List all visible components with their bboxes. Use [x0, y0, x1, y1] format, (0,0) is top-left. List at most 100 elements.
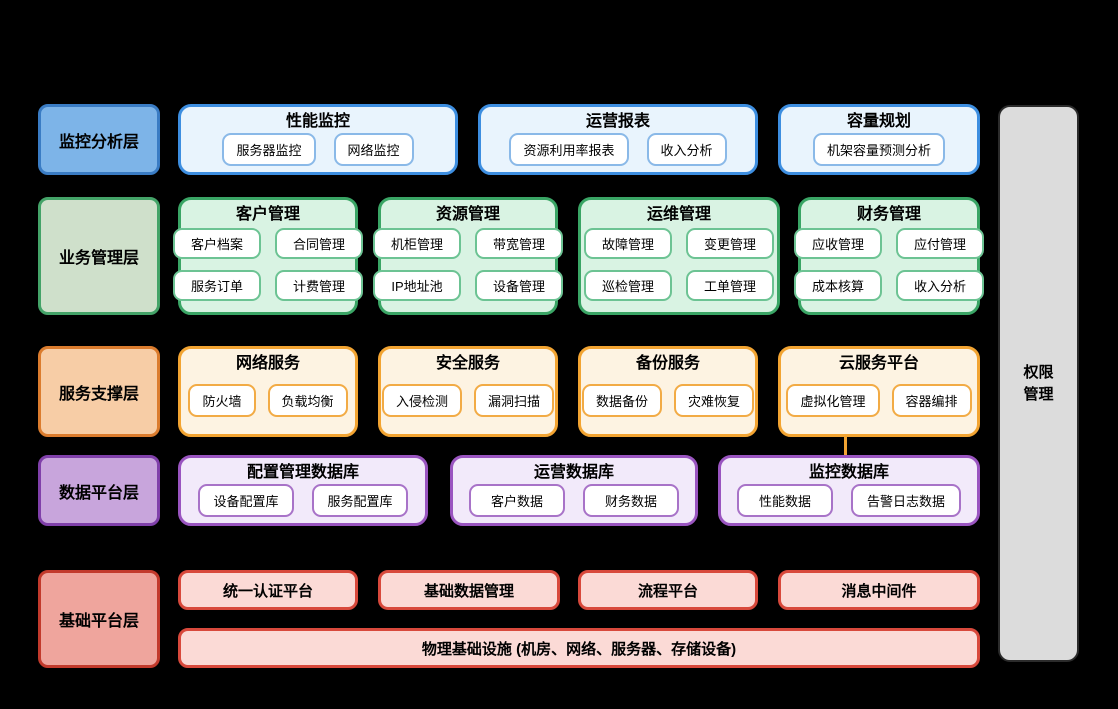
group-items: 应收管理 应付管理 成本核算 收入分析	[794, 226, 984, 312]
module-box: 漏洞扫描	[474, 383, 555, 417]
module-box: 网络监控	[333, 132, 414, 166]
group-operation-database: 运营数据库 客户数据 财务数据	[450, 455, 698, 526]
group-title: 备份服务	[635, 355, 700, 372]
panel-permission-management: 权限管理	[998, 105, 1079, 662]
group-title: 运营报表	[585, 113, 650, 130]
group-title: 财务管理	[856, 206, 921, 223]
group-operation-reports: 运营报表 资源利用率报表 收入分析	[478, 104, 758, 175]
module-box: 机柜管理	[373, 228, 461, 260]
module-box: 服务配置库	[312, 483, 408, 517]
platform-process: 流程平台	[578, 570, 758, 610]
module-box: 负载均衡	[267, 383, 348, 417]
module-box: 容器编排	[891, 383, 972, 417]
module-box: 资源利用率报表	[509, 132, 629, 166]
group-title: 资源管理	[435, 206, 500, 223]
module-box: 收入分析	[896, 270, 984, 302]
group-title: 容量规划	[846, 113, 911, 130]
group-title: 配置管理数据库	[246, 464, 359, 481]
group-cmdb: 配置管理数据库 设备配置库 服务配置库	[178, 455, 428, 526]
layer-label-text: 基础平台层	[58, 613, 139, 630]
layer-label-text: 服务支撑层	[58, 385, 139, 403]
module-box: 性能数据	[737, 483, 833, 517]
module-box: 工单管理	[686, 270, 774, 302]
module-box: 服务订单	[173, 270, 261, 302]
layer-label-service-support: 服务支撑层	[38, 346, 160, 437]
group-title: 运维管理	[646, 206, 711, 223]
module-box: 应付管理	[896, 228, 984, 260]
module-box: 应收管理	[794, 228, 882, 260]
platform-base-data-management: 基础数据管理	[378, 570, 560, 610]
group-items: 资源利用率报表 收入分析	[481, 132, 755, 174]
group-items: 机柜管理 带宽管理 IP地址池 设备管理	[373, 226, 563, 312]
group-finance-management: 财务管理 应收管理 应付管理 成本核算 收入分析	[794, 197, 984, 315]
group-items: 客户档案 合同管理 服务订单 计费管理	[173, 226, 363, 312]
layer-label-monitoring-analysis: 监控分析层	[38, 104, 160, 175]
module-box: 设备配置库	[198, 483, 294, 517]
module-box: 收入分析	[646, 132, 727, 166]
group-items: 机架容量预测分析	[781, 132, 977, 174]
module-box: 数据备份	[581, 383, 662, 417]
group-network-services: 网络服务 防火墙 负载均衡	[178, 346, 358, 437]
module-box: 告警日志数据	[851, 483, 961, 517]
platform-unified-auth: 统一认证平台	[178, 570, 358, 610]
connector-line	[844, 437, 847, 456]
platform-label: 统一认证平台	[222, 582, 313, 600]
group-items: 数据备份 灾难恢复	[581, 375, 755, 434]
platform-label: 流程平台	[637, 582, 698, 600]
module-box: 故障管理	[584, 228, 672, 260]
module-box: IP地址池	[373, 270, 461, 302]
module-box: 设备管理	[475, 270, 563, 302]
module-box: 客户数据	[469, 483, 565, 517]
layer-label-text: 业务管理层	[58, 250, 139, 267]
group-title: 监控数据库	[808, 464, 889, 481]
group-title: 网络服务	[235, 355, 300, 372]
platform-message-middleware: 消息中间件	[778, 570, 980, 610]
module-box: 客户档案	[173, 228, 261, 260]
group-monitoring-database: 监控数据库 性能数据 告警日志数据	[718, 455, 980, 526]
group-items: 设备配置库 服务配置库	[181, 483, 425, 525]
module-box: 入侵检测	[381, 383, 462, 417]
infrastructure-label: 物理基础设施 (机房、网络、服务器、存储设备)	[421, 640, 737, 658]
group-title: 客户管理	[235, 206, 300, 223]
group-items: 服务器监控 网络监控	[181, 132, 455, 174]
group-title: 安全服务	[435, 355, 500, 372]
group-title: 云服务平台	[838, 355, 919, 372]
module-box: 变更管理	[686, 228, 774, 260]
layer-label-text: 监控分析层	[58, 133, 139, 151]
module-box: 灾难恢复	[674, 383, 755, 417]
group-items: 防火墙 负载均衡	[181, 375, 355, 434]
group-items: 故障管理 变更管理 巡检管理 工单管理	[581, 226, 777, 312]
module-box: 财务数据	[583, 483, 679, 517]
group-items: 虚拟化管理 容器编排	[781, 375, 977, 434]
group-items: 入侵检测 漏洞扫描	[381, 375, 555, 434]
module-box: 带宽管理	[475, 228, 563, 260]
module-box: 计费管理	[275, 270, 363, 302]
group-performance-monitoring: 性能监控 服务器监控 网络监控	[178, 104, 458, 175]
platform-label: 基础数据管理	[423, 582, 514, 600]
layer-label-data-platform: 数据平台层	[38, 455, 160, 526]
box-physical-infrastructure: 物理基础设施 (机房、网络、服务器、存储设备)	[178, 628, 980, 668]
module-box: 合同管理	[275, 228, 363, 260]
module-box: 成本核算	[794, 270, 882, 302]
group-customer-management: 客户管理 客户档案 合同管理 服务订单 计费管理	[173, 197, 363, 315]
group-security-services: 安全服务 入侵检测 漏洞扫描	[378, 346, 558, 437]
group-resource-management: 资源管理 机柜管理 带宽管理 IP地址池 设备管理	[373, 197, 563, 315]
group-title: 运营数据库	[533, 464, 614, 481]
module-box: 服务器监控	[222, 132, 316, 166]
group-cloud-platform: 云服务平台 虚拟化管理 容器编排	[778, 346, 980, 437]
group-backup-services: 备份服务 数据备份 灾难恢复	[578, 346, 758, 437]
panel-label: 权限管理	[1023, 363, 1054, 403]
layer-label-business-management: 业务管理层	[38, 197, 160, 315]
module-box: 机架容量预测分析	[812, 132, 945, 166]
group-items: 客户数据 财务数据	[453, 483, 695, 525]
group-capacity-planning: 容量规划 机架容量预测分析	[778, 104, 980, 175]
module-box: 巡检管理	[584, 270, 672, 302]
group-items: 性能数据 告警日志数据	[721, 483, 977, 525]
group-title: 性能监控	[285, 113, 350, 130]
module-box: 虚拟化管理	[786, 383, 880, 417]
platform-label: 消息中间件	[841, 582, 917, 600]
group-operations-management: 运维管理 故障管理 变更管理 巡检管理 工单管理	[578, 197, 780, 315]
module-box: 防火墙	[188, 383, 256, 417]
layer-label-base-platform: 基础平台层	[38, 570, 160, 668]
